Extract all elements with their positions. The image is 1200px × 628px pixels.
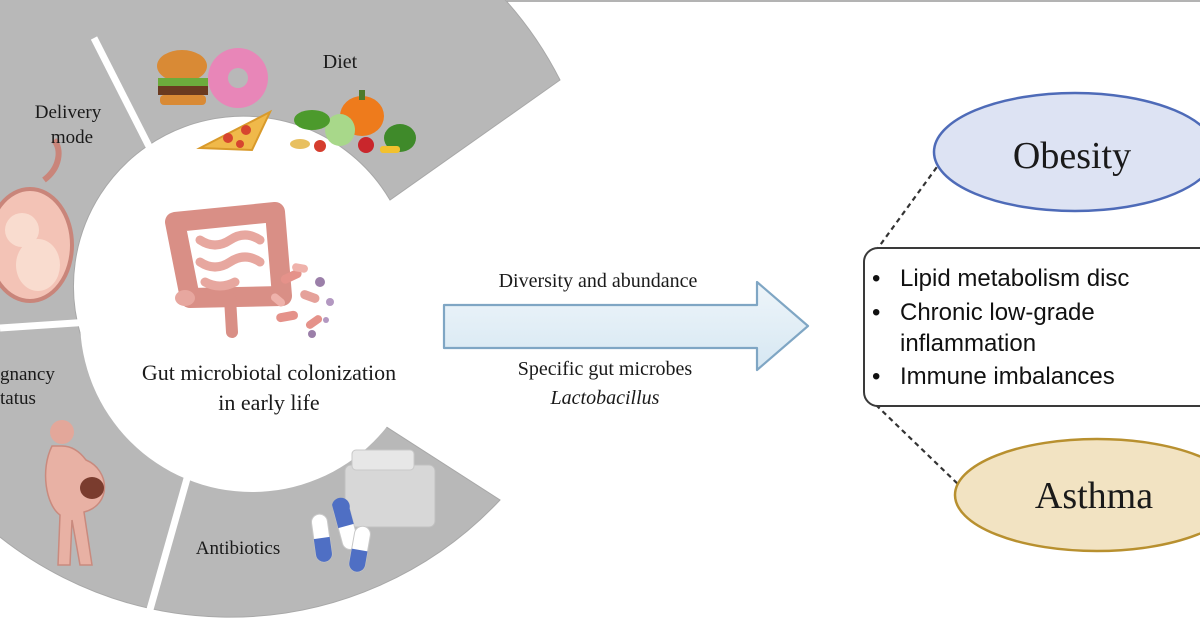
ring-divider-3 (143, 467, 194, 621)
pregnancy-label-line2: tatus (0, 388, 36, 409)
mechanisms-list: • Lipid metabolism disc • Chronic low-gr… (872, 265, 1129, 390)
ring-divider-1 (90, 36, 164, 170)
pills-icon (310, 449, 436, 573)
asthma-label: Asthma (1035, 475, 1153, 517)
pregnant-woman-icon (44, 420, 106, 566)
obesity-label: Obesity (1013, 135, 1131, 177)
delivery-label-line2: mode (51, 127, 93, 148)
bullet-dot-1: • (872, 265, 880, 292)
connector-asthma (875, 404, 963, 489)
pregnancy-label-line1: gnancy (0, 364, 55, 385)
bullet-dot-3: • (872, 363, 880, 390)
delivery-label-line1: Delivery (35, 102, 102, 123)
intestine-icon (165, 202, 292, 338)
center-title-line2: in early life (218, 390, 319, 415)
influence-ring (0, 0, 561, 621)
mechanisms-box (863, 247, 1200, 407)
arrow-shape (442, 280, 810, 372)
mechanism-item-1: Lipid metabolism disc (900, 265, 1129, 292)
ring-divider-2 (0, 318, 91, 332)
arrow-top-label: Diversity and abundance (499, 270, 698, 292)
asthma-node (953, 437, 1200, 553)
bullet-dot-2: • (872, 299, 880, 326)
center-circle (80, 148, 424, 492)
diet-label: Diet (323, 51, 358, 73)
center-title-line1: Gut microbiotal colonization (142, 360, 396, 385)
dashed-connectors (875, 159, 963, 489)
antibiotics-label: Antibiotics (196, 538, 280, 559)
bacteria-icon (270, 263, 334, 338)
mechanism-item-3: Immune imbalances (900, 363, 1115, 390)
arrow-bottom-label: Specific gut microbes (518, 358, 693, 380)
arrow-genus-label: Lactobacillus (550, 387, 660, 409)
mechanism-item-2: Chronic low-grade (900, 299, 1095, 326)
connector-obesity (877, 159, 943, 249)
food-icon (157, 48, 416, 153)
ring-shape (0, 0, 561, 618)
fetus-icon (0, 138, 74, 303)
mechanism-item-2-cont: inflammation (900, 330, 1036, 357)
main-arrow (442, 280, 810, 372)
obesity-node (932, 91, 1200, 213)
